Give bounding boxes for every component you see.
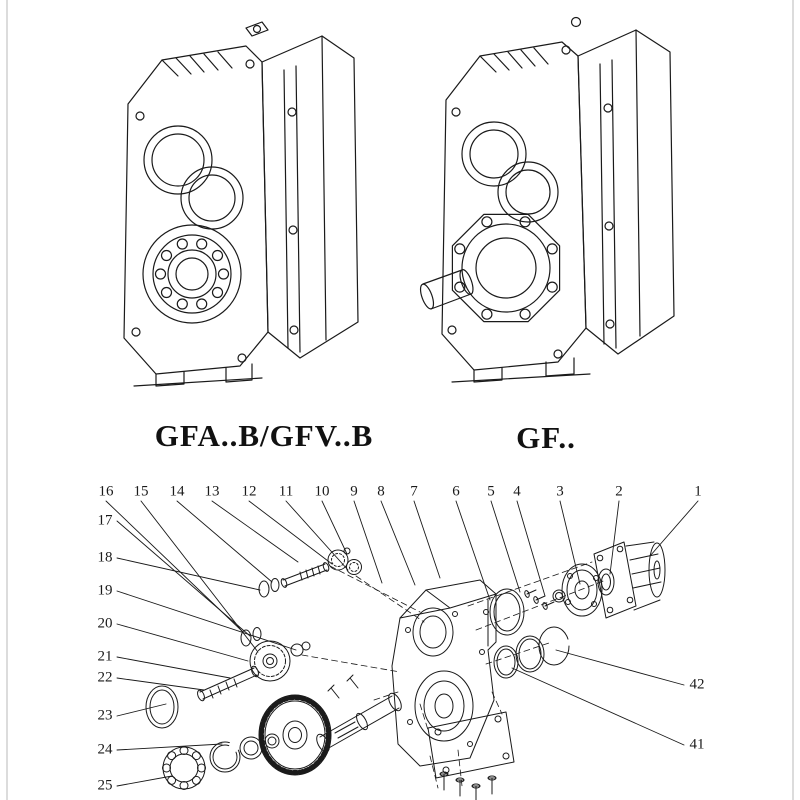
output-shaft: [316, 674, 402, 753]
part-number-6: 6: [452, 483, 460, 500]
leader-lines: [105, 500, 699, 787]
large-output-gear: [258, 694, 332, 776]
part-number-20: 20: [97, 615, 113, 632]
part-number-9: 9: [350, 483, 358, 500]
part-number-7: 7: [410, 483, 418, 500]
motor-input-adapter: [593, 541, 666, 619]
right-model-label: GF..: [516, 420, 576, 455]
part-number-22: 22: [97, 669, 113, 686]
cover-bolts: [439, 771, 497, 800]
part-number-3: 3: [556, 483, 564, 500]
input-pinion-shaft-upper: [280, 562, 330, 588]
input-bearing: [597, 568, 615, 596]
part-number-13: 13: [204, 483, 220, 500]
small-gear-pair: [327, 547, 362, 575]
part-number-41: 41: [689, 736, 705, 753]
assembly-axis-lines: [301, 561, 607, 789]
part-number-17: 17: [97, 512, 113, 529]
part-number-42: 42: [689, 676, 705, 693]
gearbox-housing: [391, 579, 497, 767]
part-number-10: 10: [314, 483, 330, 500]
thrust-washers-upper: [258, 578, 280, 598]
exploded-view-diagram: [105, 500, 699, 800]
gasket-ring: [489, 588, 525, 636]
seal-and-shim-rings: [493, 626, 570, 679]
bottom-cover-plate: [427, 711, 515, 779]
part-number-23: 23: [97, 707, 113, 724]
part-number-11: 11: [278, 483, 294, 500]
part-number-21: 21: [97, 648, 113, 665]
part-number-18: 18: [97, 549, 113, 566]
splined-input-shaft: [197, 665, 259, 702]
part-number-2: 2: [615, 483, 623, 500]
bearing-flange-disc: [561, 563, 603, 617]
part-number-4: 4: [513, 483, 521, 500]
round-cover-plate: [145, 685, 179, 729]
flange-bolt-holes: [454, 216, 558, 320]
part-number-12: 12: [241, 483, 257, 500]
part-number-1: 1: [694, 483, 702, 500]
left-model-label: GFA..B/GFV..B: [154, 418, 374, 453]
bearing-rollers: [154, 238, 230, 310]
intermediate-gear: [249, 640, 311, 682]
part-number-19: 19: [97, 582, 113, 599]
snap-ring-and-washers: [209, 733, 280, 773]
part-number-5: 5: [487, 483, 495, 500]
part-number-8: 8: [377, 483, 385, 500]
part-number-15: 15: [133, 483, 149, 500]
part-number-24: 24: [97, 741, 113, 758]
part-number-16: 16: [98, 483, 114, 500]
gear-reducer-left-drawing: [123, 21, 359, 387]
ball-bearing: [162, 746, 206, 790]
gear-reducer-right-drawing: [419, 16, 675, 383]
thrust-washers-middle: [240, 627, 262, 647]
part-number-25: 25: [97, 777, 113, 794]
part-number-14: 14: [169, 483, 185, 500]
